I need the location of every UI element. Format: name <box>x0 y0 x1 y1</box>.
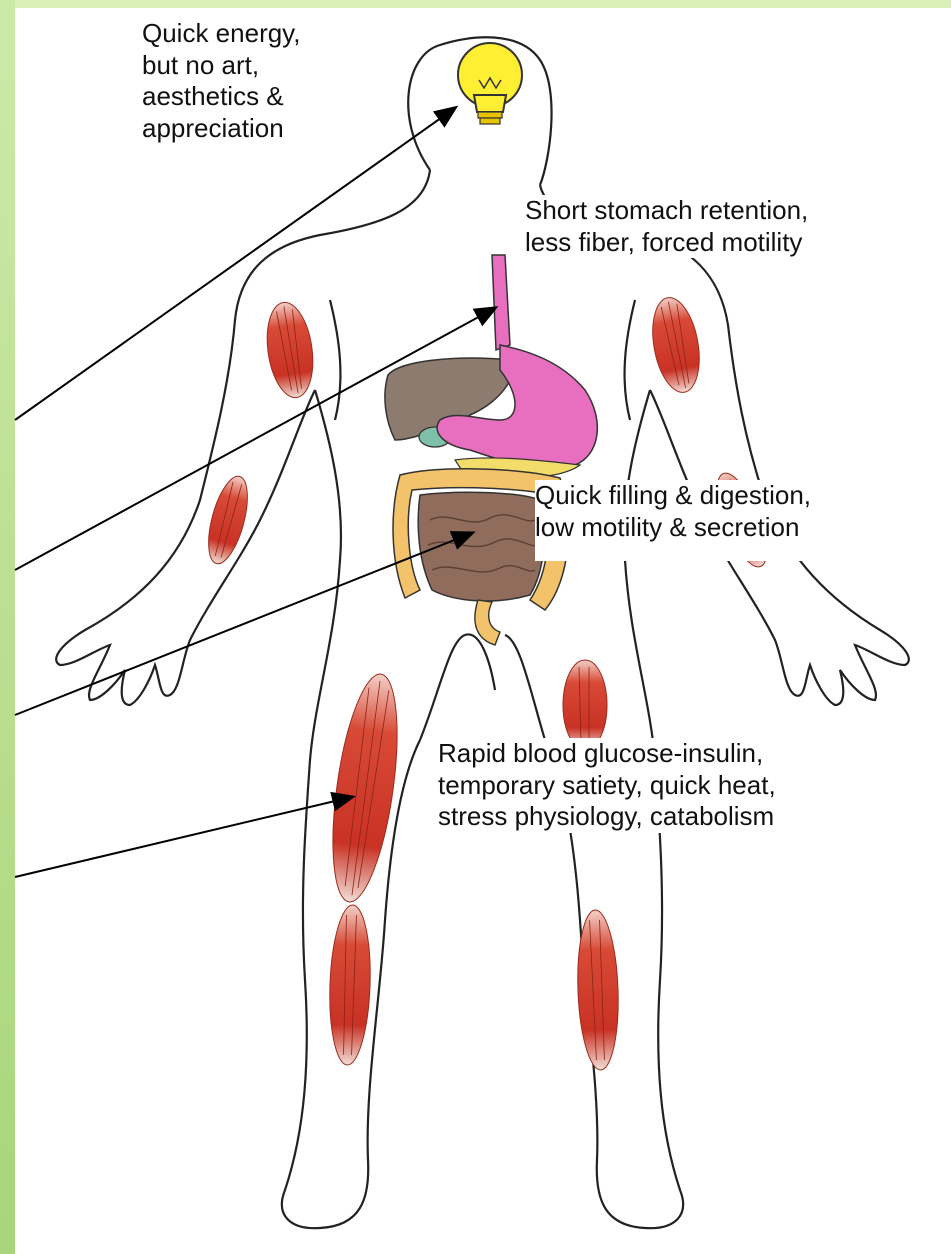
intestine-annotation: Quick filling & digestion, low motility … <box>535 480 951 561</box>
muscle-icon <box>262 299 319 400</box>
muscle-icon <box>201 472 255 567</box>
muscle-icons <box>201 294 777 1071</box>
pointer-arrows <box>15 108 495 877</box>
light-bulb-icon <box>458 43 522 124</box>
muscle-icon <box>321 670 408 906</box>
muscle-icon <box>327 904 373 1065</box>
muscle-icon <box>575 909 621 1070</box>
stomach-annotation: Short stomach retention, less fiber, for… <box>525 195 945 258</box>
arrow-to-intestine <box>15 533 472 715</box>
brain-annotation: Quick energy, but no art, aesthetics & a… <box>142 18 382 145</box>
arrow-to-muscle <box>15 797 352 877</box>
digestive-organs <box>385 255 597 645</box>
muscle-icon <box>563 660 607 750</box>
muscle-icon <box>646 294 706 396</box>
muscle-annotation: Rapid blood glucose-insulin, temporary s… <box>438 738 951 833</box>
